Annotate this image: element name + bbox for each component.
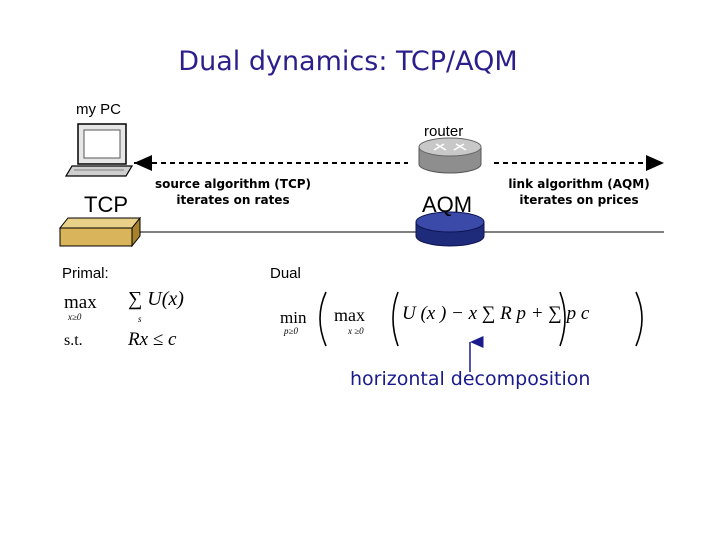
dual-paren-right <box>635 291 643 347</box>
tcp-label: TCP <box>84 192 128 217</box>
decomposition-annotation: horizontal decomposition <box>350 368 591 390</box>
router-label: router <box>424 123 464 140</box>
primal-label: Primal: <box>62 265 109 282</box>
dual-min-sub: p≥0 <box>284 326 298 336</box>
slide-title: Dual dynamics: TCP/AQM <box>178 46 518 77</box>
dual-paren-left <box>319 291 327 347</box>
router-icon <box>418 137 482 174</box>
primal-st: s.t. <box>64 332 83 349</box>
inner-paren-right <box>559 291 566 347</box>
dual-min: min <box>280 308 307 327</box>
pc-label: my PC <box>76 101 121 118</box>
primal-objective-sub: s <box>138 314 142 324</box>
source-algorithm-text: source algorithm (TCP) iterates on rates <box>154 177 312 207</box>
dual-inner-max: max <box>334 305 365 325</box>
primal-objective: ∑ U(x) <box>128 288 184 310</box>
tcp-box <box>58 216 142 248</box>
primal-constraint: Rx ≤ c <box>128 329 177 350</box>
aqm-label: AQM <box>422 192 473 217</box>
inner-paren-left <box>392 291 399 347</box>
aqm-disk <box>415 211 485 247</box>
dual-label: Dual <box>270 265 301 282</box>
primal-max-sub: x≥0 <box>68 312 82 322</box>
primal-max: max <box>64 292 97 313</box>
dual-inner-max-sub: x ≥0 <box>348 326 364 336</box>
dual-expression: U (x ) − x ∑ R p + ∑ p c <box>402 303 590 324</box>
computer-icon <box>64 123 134 177</box>
link-algorithm-text: link algorithm (AQM) iterates on prices <box>508 177 650 207</box>
